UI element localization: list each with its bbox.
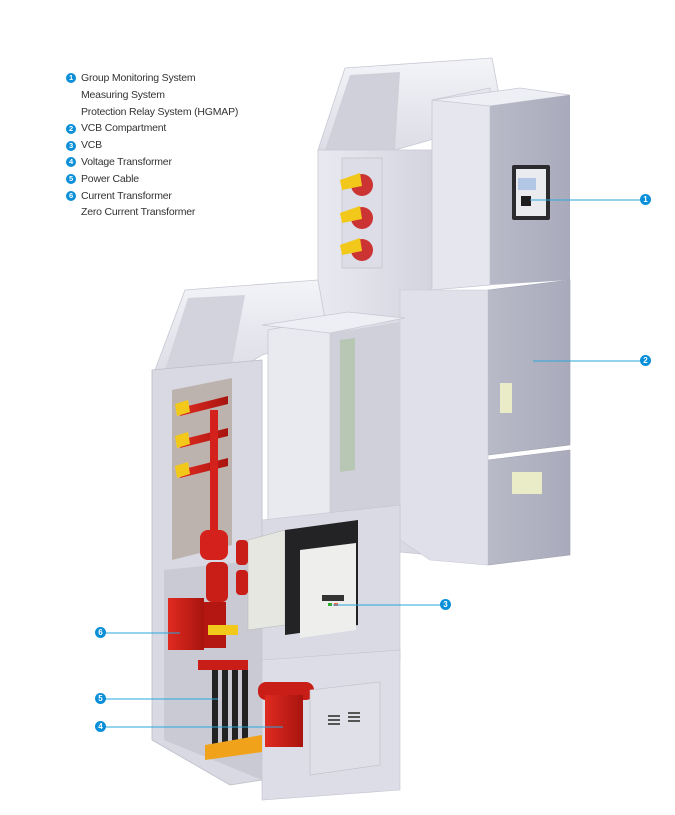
- busbars: [175, 396, 228, 602]
- number-badge: 3: [66, 140, 76, 151]
- legend-label: VCB Compartment: [81, 122, 167, 135]
- callout-6: 6: [95, 627, 106, 638]
- legend-item-6: 6 Current Transformer: [66, 188, 238, 205]
- vcb-compartment-door: [487, 279, 571, 456]
- leader-lines: [105, 199, 640, 728]
- top-duct-inner: [325, 72, 400, 150]
- legend-item-1: 1 Group Monitoring System: [66, 70, 238, 87]
- legend-label: Power Cable: [81, 172, 139, 185]
- legend: 1 Group Monitoring System Measuring Syste…: [66, 70, 238, 221]
- legend-item-5: 5 Power Cable: [66, 171, 238, 188]
- door-window: [500, 383, 512, 413]
- callout-3: 3: [440, 599, 451, 610]
- legend-item-6-line-2: Zero Current Transformer: [66, 204, 238, 221]
- number-badge: 2: [66, 123, 76, 134]
- protection-relay: [512, 165, 550, 220]
- vt-cover: [309, 681, 381, 776]
- legend-label: VCB: [81, 139, 102, 152]
- rear-side-lower: [399, 289, 489, 566]
- legend-label: Voltage Transformer: [81, 155, 172, 168]
- callout-5: 5: [95, 693, 106, 704]
- legend-item-3: 3 VCB: [66, 137, 238, 154]
- vcb-front-panel: [300, 543, 356, 638]
- vcb: [236, 520, 358, 638]
- lv-box-roof: [261, 311, 406, 334]
- legend-item-1-line-3: Protection Relay System (HGMAP): [66, 104, 238, 121]
- legend-label: Protection Relay System (HGMAP): [81, 105, 239, 118]
- lv-box-back-plate: [340, 338, 355, 472]
- number-badge: 5: [66, 174, 76, 185]
- legend-item-2: 2 VCB Compartment: [66, 120, 238, 137]
- legend-label: Current Transformer: [81, 189, 172, 202]
- callout-2: 2: [640, 355, 651, 366]
- cable-door-window: [512, 472, 542, 494]
- cable-compartment-door: [487, 449, 571, 566]
- number-badge: 4: [66, 157, 76, 168]
- lv-compartment-side: [431, 87, 491, 291]
- legend-label: Zero Current Transformer: [81, 206, 196, 219]
- legend-item-4: 4 Voltage Transformer: [66, 154, 238, 171]
- callout-1: 1: [640, 194, 651, 205]
- legend-item-1-line-2: Measuring System: [66, 87, 238, 104]
- number-badge: 6: [66, 190, 76, 201]
- callout-4: 4: [95, 721, 106, 732]
- voltage-transformer: [258, 681, 381, 776]
- current-transformer: [168, 598, 238, 650]
- legend-label: Group Monitoring System: [81, 72, 196, 84]
- rear-bushings: [340, 173, 373, 261]
- lv-box-side: [267, 317, 331, 526]
- number-badge: 1: [66, 73, 76, 84]
- legend-label: Measuring System: [81, 88, 165, 101]
- front-top-duct-inner: [165, 295, 245, 375]
- power-cables: [198, 660, 262, 760]
